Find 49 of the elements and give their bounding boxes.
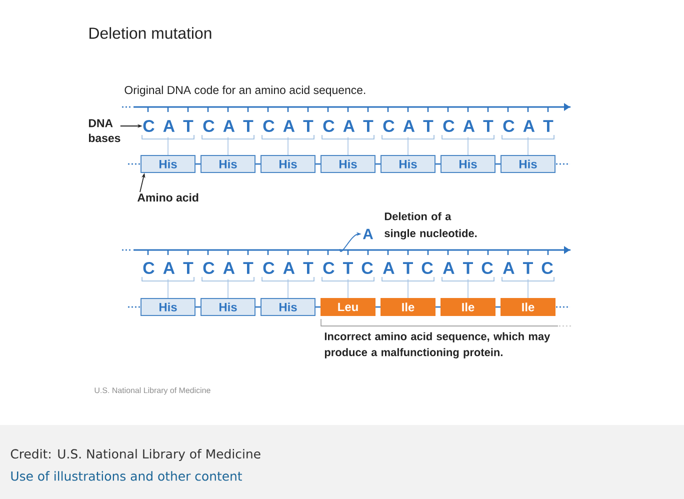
chain-link (196, 306, 200, 308)
amino-acid-box: His (320, 155, 376, 173)
heading: Deletion mutation (90, 27, 212, 39)
chain-link (496, 306, 500, 308)
codon-letters: C A T (323, 120, 374, 132)
chain-link (436, 306, 440, 308)
chain-link (256, 306, 260, 308)
amino-acid-box: His (500, 155, 556, 173)
amino-acid-box: Ile (440, 298, 496, 316)
amino-acid-box: His (200, 155, 256, 173)
codon-letters: C A T (143, 120, 194, 132)
node-label: DNA bases (88, 119, 120, 142)
amino-acid-box: Leu (320, 298, 376, 316)
amino-acid-box: His (440, 155, 496, 173)
node-label: Amino acid (137, 193, 198, 202)
dna-strand (122, 103, 570, 111)
amino-acid-box: His (260, 298, 316, 316)
chain-link (436, 163, 440, 165)
chain-link (376, 163, 380, 165)
codon-letters: C A T (203, 120, 254, 132)
chain-link (196, 163, 200, 165)
codon-letters: C A T (263, 120, 314, 132)
codon-letters: C A T (263, 262, 314, 274)
credit-text: Credit: U.S. National Library of Medicine (10, 448, 260, 462)
amino-acid-box: His (140, 155, 196, 173)
link: Use of illustrations and other content (11, 471, 242, 481)
codon-letters: C A T (203, 262, 254, 274)
amino-acid-box: Ile (500, 298, 556, 316)
chain-link (376, 306, 380, 308)
amino-acid-box: His (140, 298, 196, 316)
amino-acid-box: Ile (380, 298, 436, 316)
codon-letters: C A T (443, 120, 494, 132)
amino-acid-box: His (380, 155, 436, 173)
chain-link (496, 163, 500, 165)
codon-letters: C T C (323, 262, 373, 274)
codon-letters: C A T (503, 120, 554, 132)
chain-link (256, 163, 260, 165)
chain-link (316, 163, 320, 165)
amino-acid-box: His (260, 155, 316, 173)
codon-letters: C A T (383, 120, 434, 132)
codon-letters: A T C (383, 262, 433, 274)
codon-letters: A T C (503, 262, 553, 274)
amino-acid-box: His (200, 298, 256, 316)
dna-strand (122, 246, 570, 254)
chain-link (316, 306, 320, 308)
deleted-base: A (362, 228, 373, 240)
codon-letters: C A T (143, 262, 194, 274)
note: Incorrect amino acid sequence, which may produce a malfunctioning protein. (324, 332, 550, 358)
codon-letters: A T C (443, 262, 493, 274)
